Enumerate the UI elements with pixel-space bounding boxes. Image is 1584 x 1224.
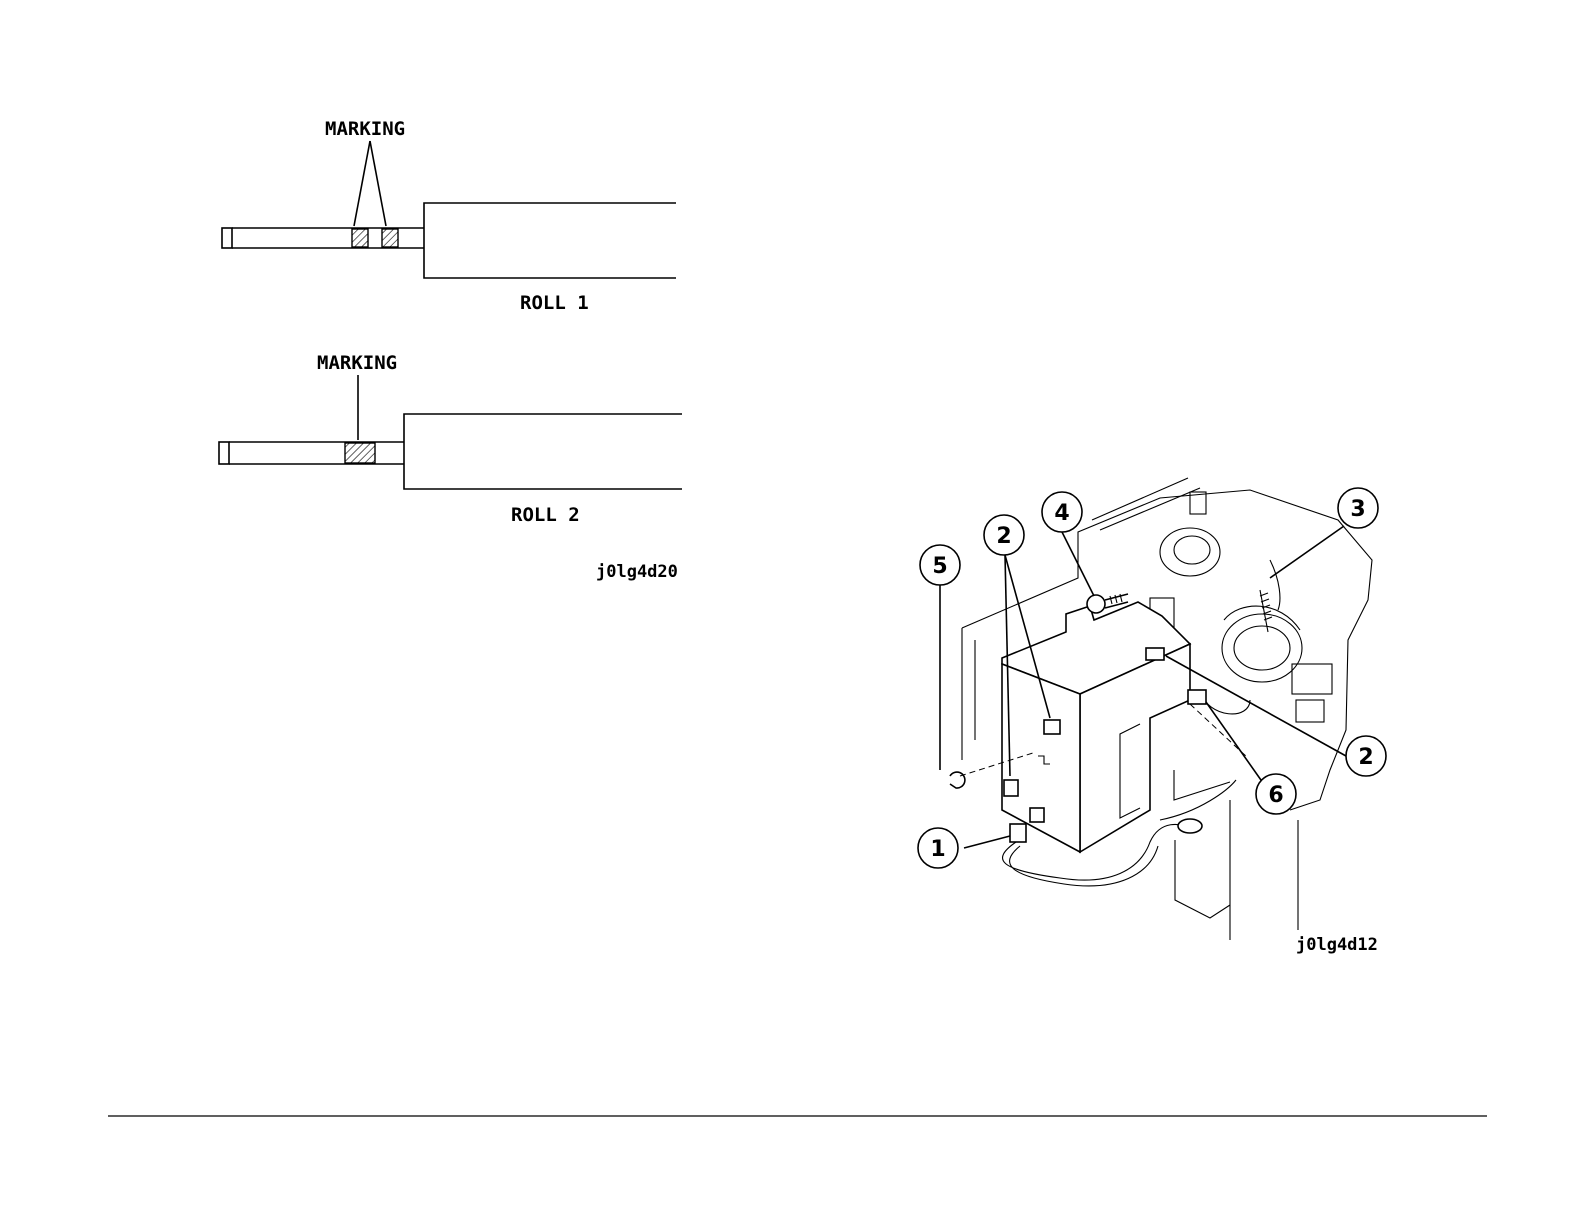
callout-4: 4 [1042,492,1082,532]
marking-band [345,443,375,463]
callout-2-left: 2 [984,515,1024,555]
roll-marking-figure: MARKING ROLL 1 MARKING ROLL 2 [219,118,682,582]
connector [1030,808,1044,822]
assembly-figure: 5 2 4 3 2 6 1 j0lg4d12 [232,0,1386,955]
connector [1010,824,1026,842]
callout-2-right: 2 [1346,736,1386,776]
roll-1-marking-label: MARKING [325,118,405,140]
marking-leader-line [370,141,386,226]
roll-2-label: ROLL 2 [511,504,580,526]
svg-text:3: 3 [1350,497,1365,522]
sensor-bracket-box [1002,602,1230,852]
svg-text:2: 2 [1358,745,1373,770]
shaft-end [219,442,229,464]
callout-6: 6 [1256,774,1296,814]
callout-5: 5 [920,545,960,585]
marking-leader-line [354,141,370,226]
connector [1004,780,1018,796]
marking-band [382,229,398,247]
e-ring-part [950,772,965,788]
connector [1146,648,1164,660]
shaft-end [222,228,232,248]
figure-2-id: j0lg4d12 [1296,935,1378,955]
figure-1-id: j0lg4d20 [596,562,678,582]
roll-1-label: ROLL 1 [520,292,589,314]
roll-2-marking-label: MARKING [317,352,397,374]
roll-2-body [404,414,682,489]
roll-1-drawing: MARKING ROLL 1 [222,118,676,314]
pin [1188,690,1206,704]
svg-text:6: 6 [1268,783,1283,808]
svg-text:1: 1 [930,837,945,862]
marking-band [352,229,368,247]
roll-1-body [424,203,676,278]
callout-1: 1 [918,828,958,868]
callout-3: 3 [1338,488,1378,528]
svg-text:5: 5 [932,554,947,579]
svg-text:4: 4 [1054,501,1069,526]
connector [1044,720,1060,734]
roll-2-drawing: MARKING ROLL 2 [219,352,682,526]
svg-text:2: 2 [996,524,1011,549]
